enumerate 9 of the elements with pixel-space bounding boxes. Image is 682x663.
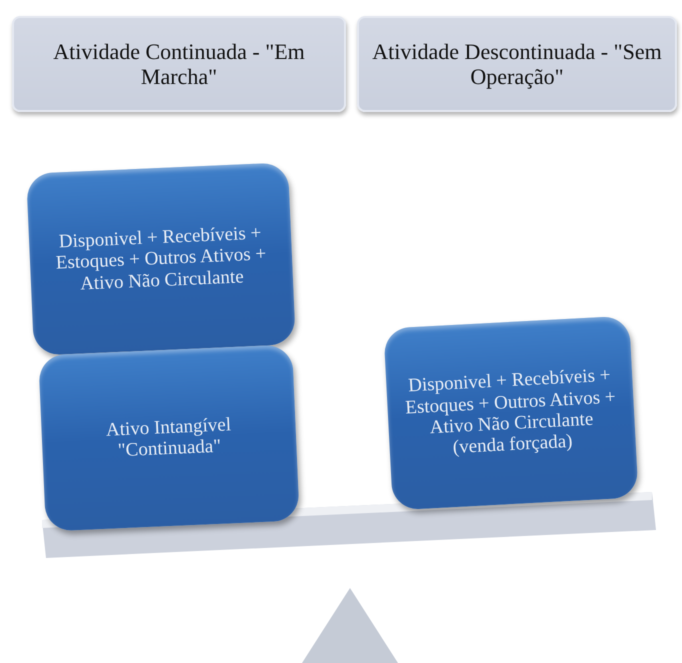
box-text: Atividade Descontinuada - "Sem Operação" [371,38,663,90]
asset-box [38,344,300,532]
box-text: Disponivel + Recebíveis + Estoques + Outros Ativos + Ativo Não Circulante (venda forçada) [404,364,618,460]
asset-box [26,162,296,356]
box-text: Ativo Intangível "Continuada" [104,413,232,464]
header-box [12,16,346,112]
header-box [357,16,677,112]
box-text: Atividade Continuada - "Em Marcha" [52,38,306,90]
box-text: Disponivel + Recebíveis + Estoques + Outros Ativos + Ativo Não Circulante [54,222,268,296]
